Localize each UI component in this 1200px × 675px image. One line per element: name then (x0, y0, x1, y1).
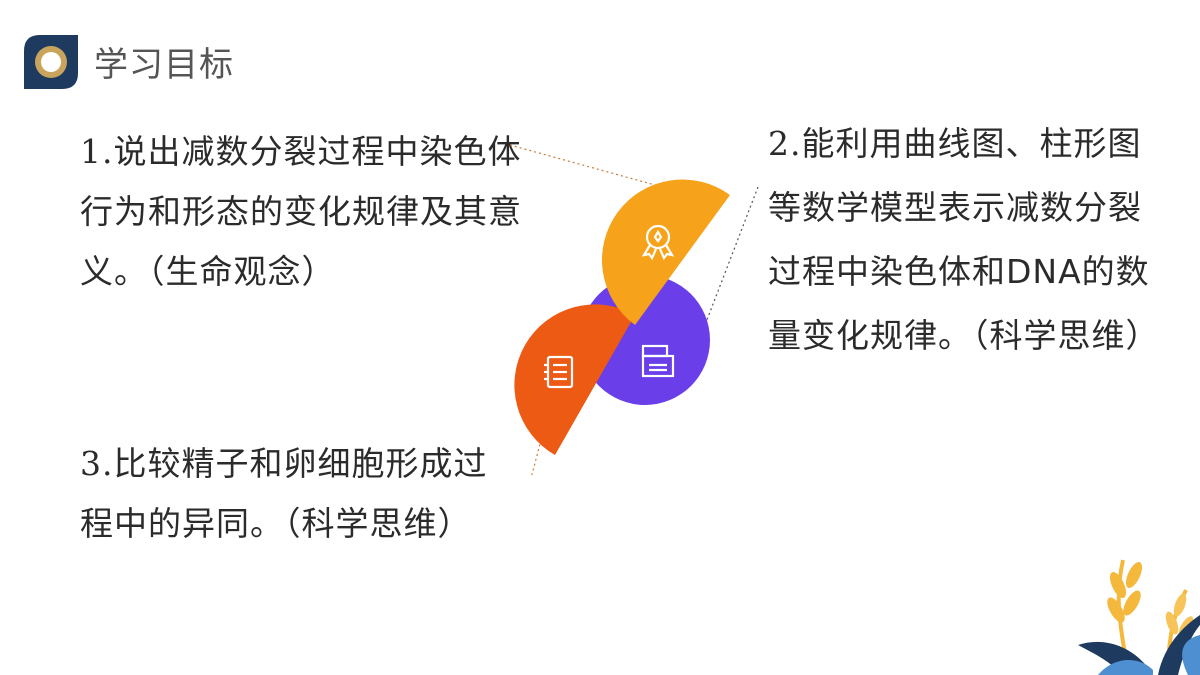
connector-line-1 (509, 144, 656, 186)
goal-2-number: 2. (768, 124, 802, 163)
goal-1-text: 说出减数分裂过程中染色体行为和形态的变化规律及其意义。（生命观念） (80, 132, 522, 291)
orange-yellow-petal (601, 179, 730, 325)
petal-graphic (509, 144, 759, 475)
plant-decoration (1078, 559, 1200, 675)
goal-2-text: 能利用曲线图、柱形图等数学模型表示减数分裂过程中染色体和DNA的数量变化规律。（… (768, 124, 1160, 355)
award-ribbon-icon (641, 224, 675, 261)
goal-2: 2.能利用曲线图、柱形图等数学模型表示减数分裂过程中染色体和DNA的数量变化规律… (768, 112, 1168, 368)
goal-1-number: 1. (80, 132, 114, 171)
logo-icon (24, 35, 78, 89)
goal-3-number: 3. (80, 444, 114, 483)
goal-3: 3.比较精子和卵细胞形成过程中的异同。（科学思维） (80, 434, 520, 554)
goal-1: 1.说出减数分裂过程中染色体行为和形态的变化规律及其意义。（生命观念） (80, 122, 525, 302)
document-list-icon (544, 355, 574, 389)
printer-icon (641, 344, 675, 378)
orange-red-petal (514, 304, 635, 455)
goal-3-text: 比较精子和卵细胞形成过程中的异同。（科学思维） (80, 444, 488, 543)
page-title: 学习目标 (94, 45, 234, 85)
